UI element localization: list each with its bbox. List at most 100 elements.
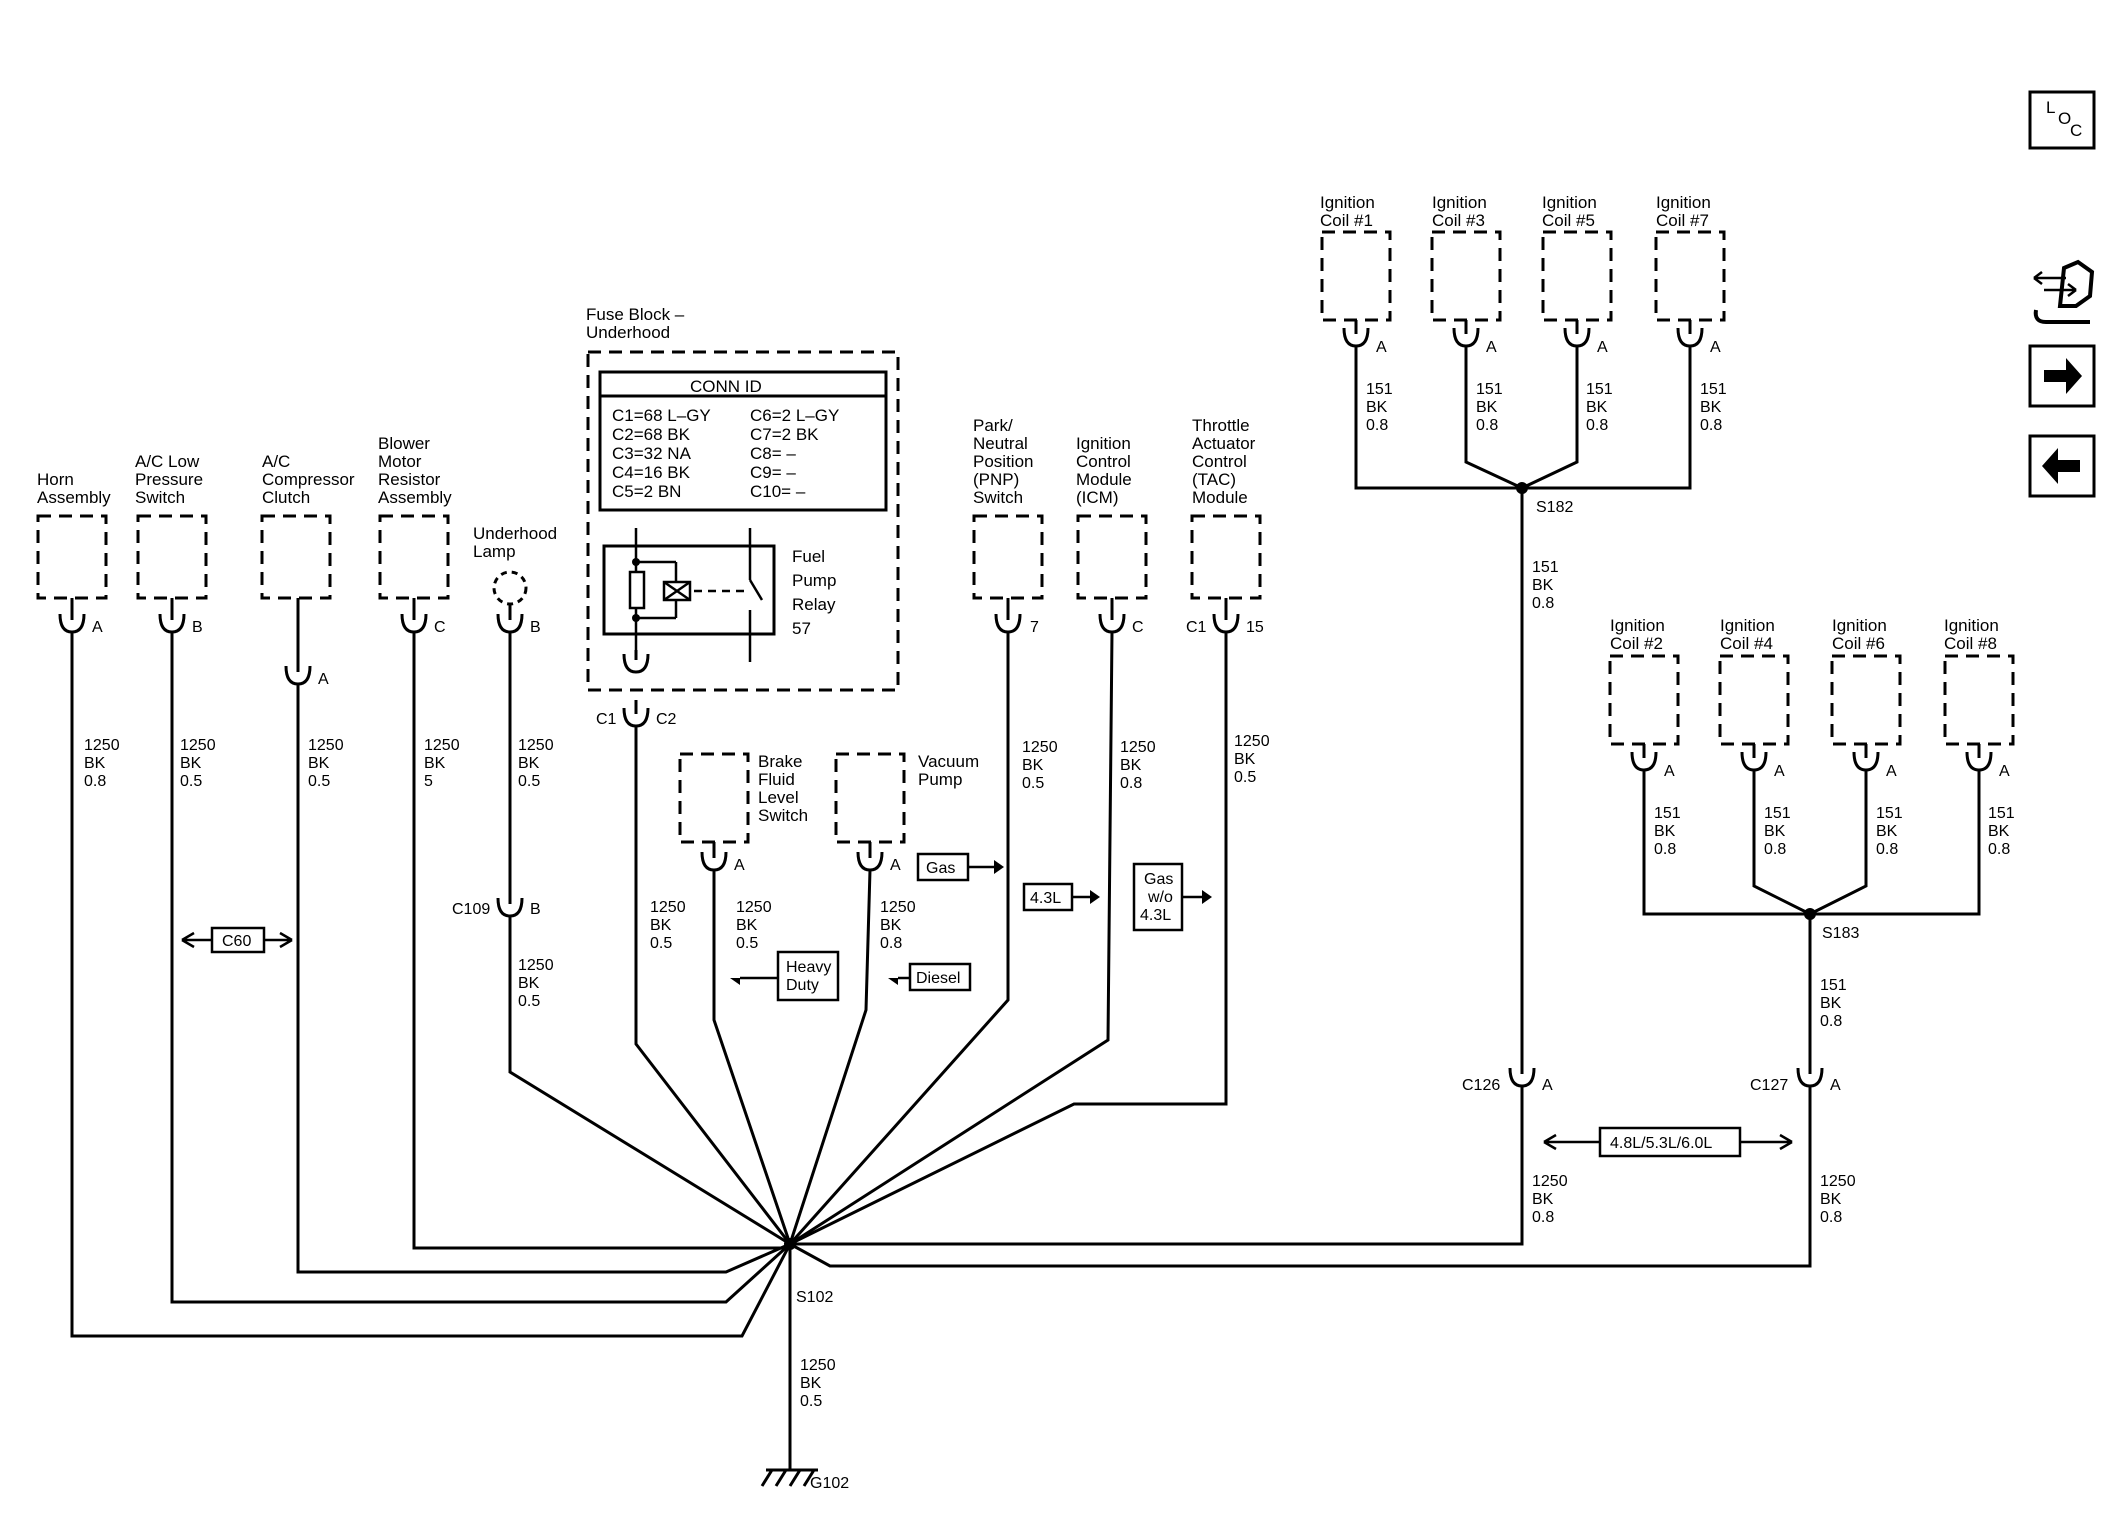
- conn-id-c1: C1=68 L–GY: [612, 406, 711, 425]
- svg-text:Module: Module: [1076, 470, 1132, 489]
- svg-text:0.8: 0.8: [1654, 841, 1676, 858]
- svg-text:1250: 1250: [518, 957, 554, 974]
- svg-text:4.3L: 4.3L: [1030, 890, 1061, 907]
- svg-text:C1: C1: [1186, 619, 1207, 636]
- svg-text:0.8: 0.8: [1586, 417, 1608, 434]
- ignition-coil-8-box[interactable]: [1943, 654, 2015, 746]
- svg-text:0.5: 0.5: [180, 773, 202, 790]
- ac-compressor-clutch-box[interactable]: [260, 514, 332, 600]
- conn-id-c10: C10= –: [750, 482, 806, 501]
- brake-fluid-level-switch-label: Brake Fluid Level Switch: [758, 752, 808, 825]
- svg-text:A: A: [1486, 339, 1497, 356]
- svg-text:1250: 1250: [1234, 733, 1270, 750]
- svg-text:A: A: [734, 857, 745, 874]
- svg-text:BK: BK: [180, 755, 202, 772]
- svg-text:1250: 1250: [650, 899, 686, 916]
- svg-text:C: C: [2070, 121, 2082, 140]
- conn-id-c7: C7=2 BK: [750, 425, 819, 444]
- connector-brake-a: A: [700, 842, 745, 874]
- tag-engines-4-8-5-3-6-0[interactable]: 4.8L/5.3L/6.0L: [1543, 1126, 1793, 1158]
- tag-heavy-duty[interactable]: Heavy Duty: [730, 950, 840, 1002]
- ignition-coil-5-box[interactable]: [1541, 230, 1613, 322]
- svg-text:0.8: 0.8: [1532, 595, 1554, 612]
- ac-low-pressure-switch-box[interactable]: [136, 514, 208, 600]
- svg-text:A: A: [1999, 763, 2010, 780]
- brake-fluid-level-switch-box[interactable]: [678, 752, 750, 844]
- svg-text:151: 151: [1876, 805, 1903, 822]
- vacuum-pump-box[interactable]: [834, 752, 906, 844]
- tag-4-3l[interactable]: 4.3L: [1022, 882, 1100, 912]
- tag-diesel[interactable]: Diesel: [888, 962, 972, 992]
- svg-text:Fuse Block –: Fuse Block –: [586, 305, 685, 324]
- connector-icm-c: C: [1098, 598, 1144, 636]
- connector-tac-c1-15: C1 15: [1186, 598, 1264, 636]
- horn-assembly-box[interactable]: [36, 514, 108, 600]
- svg-text:1250: 1250: [1820, 1173, 1856, 1190]
- splice-s182-label: S182: [1536, 499, 1573, 516]
- svg-text:0.5: 0.5: [308, 773, 330, 790]
- svg-text:Horn: Horn: [37, 470, 74, 489]
- tac-module-box[interactable]: [1190, 514, 1262, 600]
- next-page-button[interactable]: [2028, 344, 2096, 408]
- svg-text:A/C: A/C: [262, 452, 290, 471]
- svg-text:1250: 1250: [1120, 739, 1156, 756]
- connector-vacuum-a: A: [856, 842, 901, 874]
- underhood-lamp-symbol[interactable]: [492, 570, 528, 606]
- svg-text:B: B: [530, 619, 541, 636]
- svg-text:BK: BK: [424, 755, 446, 772]
- fuse-block-label: Fuse Block – Underhood: [586, 305, 685, 342]
- ignition-coil-6-box[interactable]: [1830, 654, 1902, 746]
- ignition-coil-3-box[interactable]: [1430, 230, 1502, 322]
- svg-text:C: C: [434, 619, 446, 636]
- tag-gas-without-4-3l[interactable]: Gas w/o 4.3L: [1132, 862, 1212, 932]
- ignition-coil-2-label: Ignition Coil #2: [1610, 616, 1665, 653]
- svg-text:Underhood: Underhood: [473, 524, 557, 543]
- blower-motor-resistor-box[interactable]: [378, 514, 450, 600]
- svg-text:151: 151: [1532, 559, 1559, 576]
- svg-text:Ignition: Ignition: [1610, 616, 1665, 635]
- ignition-coil-1-box[interactable]: [1320, 230, 1392, 322]
- component-tools-icon[interactable]: [2033, 259, 2095, 324]
- ignition-coil-6-label: Ignition Coil #6: [1832, 616, 1887, 653]
- svg-text:0.8: 0.8: [1476, 417, 1498, 434]
- svg-text:Coil #7: Coil #7: [1656, 211, 1709, 230]
- ignition-coil-4-box[interactable]: [1718, 654, 1790, 746]
- blower-motor-resistor-label: Blower Motor Resistor Assembly: [378, 434, 452, 507]
- svg-text:57: 57: [792, 619, 811, 638]
- conn-id-table: [598, 370, 888, 512]
- ignition-coil-2-box[interactable]: [1608, 654, 1680, 746]
- fuel-pump-relay[interactable]: Fuel Pump Relay 57: [602, 528, 836, 662]
- tag-gas[interactable]: Gas: [916, 852, 1004, 882]
- svg-text:Underhood: Underhood: [586, 323, 670, 342]
- ignition-coil-7-box[interactable]: [1654, 230, 1726, 322]
- svg-text:BK: BK: [1366, 399, 1388, 416]
- svg-text:0.8: 0.8: [880, 935, 902, 952]
- svg-text:0.5: 0.5: [518, 993, 540, 1010]
- tac-module-label: Throttle Actuator Control (TAC) Module: [1192, 416, 1256, 507]
- pnp-switch-box[interactable]: [972, 514, 1044, 600]
- svg-text:BK: BK: [880, 917, 902, 934]
- loc-button[interactable]: L O C: [2028, 90, 2096, 150]
- fuse-block-underhood[interactable]: CONN ID C1=68 L–GY C2=68 BK C3=32 NA C4=…: [586, 350, 900, 692]
- icm-box[interactable]: [1076, 514, 1148, 600]
- svg-text:BK: BK: [800, 1375, 822, 1392]
- previous-page-button[interactable]: [2028, 434, 2096, 498]
- svg-text:1250: 1250: [518, 737, 554, 754]
- connector-ac-low-b: B: [158, 598, 203, 636]
- svg-text:A: A: [1597, 339, 1608, 356]
- svg-text:151: 151: [1476, 381, 1503, 398]
- svg-text:A: A: [1830, 1077, 1841, 1094]
- connector-lamp-b: B: [496, 604, 541, 636]
- tag-c60[interactable]: C60: [181, 926, 293, 954]
